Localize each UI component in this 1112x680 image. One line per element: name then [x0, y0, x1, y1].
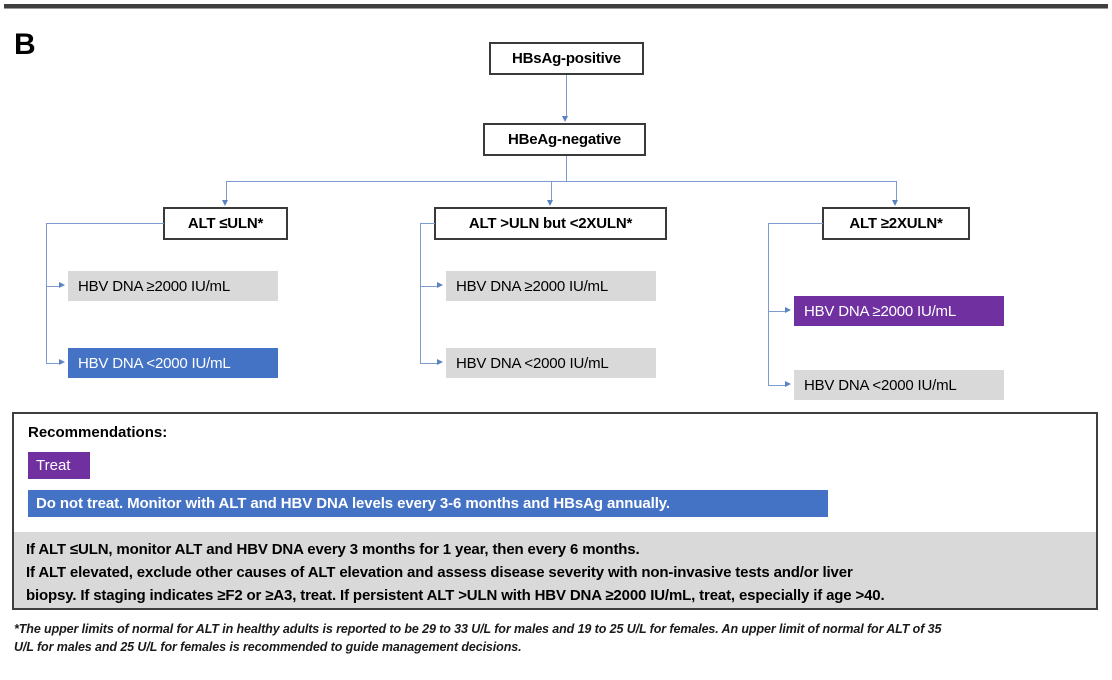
- node-hbsag-positive: HBsAg-positive: [489, 42, 644, 75]
- footnote: *The upper limits of normal for ALT in h…: [14, 620, 1094, 656]
- panel-letter: B: [14, 28, 36, 61]
- recommendations-line-3: biopsy. If staging indicates ≥F2 or ≥A3,…: [26, 586, 885, 604]
- arrow-mid-to-low: [437, 359, 443, 365]
- recommendations-title: Recommendations:: [28, 424, 168, 441]
- connector-right-branch-out: [768, 223, 823, 224]
- connector-left-branch-out: [46, 223, 164, 224]
- legend-treat-badge: Treat: [28, 452, 90, 479]
- recommendations-line-2: If ALT elevated, exclude other causes of…: [26, 563, 853, 581]
- arrow-bus-to-left: [222, 200, 228, 206]
- connector-right-to-low: [768, 385, 785, 386]
- arrow-bus-to-middle: [547, 200, 553, 206]
- top-divider-rule: [4, 4, 1108, 9]
- connector-mid-branch-spine: [420, 223, 421, 364]
- arrow-right-to-low: [785, 381, 791, 387]
- node-alt-le-uln: ALT ≤ULN*: [163, 207, 288, 240]
- legend-monitor-banner: Do not treat. Monitor with ALT and HBV D…: [28, 490, 828, 517]
- chip-right-dna-low: HBV DNA <2000 IU/mL: [794, 370, 1004, 400]
- connector-left-branch-spine: [46, 223, 47, 364]
- connector-mid-branch-out: [420, 223, 435, 224]
- connector-bus-to-middle: [551, 181, 552, 201]
- connector-bus-to-right: [896, 181, 897, 201]
- connector-right-branch-spine: [768, 223, 769, 386]
- connector-right-to-high: [768, 311, 785, 312]
- recommendations-body: If ALT ≤ULN, monitor ALT and HBV DNA eve…: [14, 532, 1096, 608]
- arrow-root-to-second: [562, 116, 568, 122]
- arrow-bus-to-right: [892, 200, 898, 206]
- node-hbeag-negative: HBeAg-negative: [483, 123, 646, 156]
- node-alt-gt-uln-lt-2xuln: ALT >ULN but <2XULN*: [434, 207, 667, 240]
- connector-left-to-low: [46, 363, 60, 364]
- connector-mid-to-low: [420, 363, 437, 364]
- connector-bus-to-left: [226, 181, 227, 201]
- arrow-left-to-low: [59, 359, 65, 365]
- arrow-left-to-high: [59, 282, 65, 288]
- chip-mid-dna-high: HBV DNA ≥2000 IU/mL: [446, 271, 656, 301]
- chip-mid-dna-low: HBV DNA <2000 IU/mL: [446, 348, 656, 378]
- connector-left-to-high: [46, 286, 60, 287]
- connector-mid-to-high: [420, 286, 437, 287]
- connector-root-to-second: [566, 75, 567, 117]
- connector-second-down: [566, 156, 567, 181]
- recommendations-line-1: If ALT ≤ULN, monitor ALT and HBV DNA eve…: [26, 541, 640, 558]
- chip-right-dna-high: HBV DNA ≥2000 IU/mL: [794, 296, 1004, 326]
- arrow-right-to-high: [785, 307, 791, 313]
- footnote-line-1: *The upper limits of normal for ALT in h…: [14, 622, 942, 636]
- footnote-line-2: U/L for males and 25 U/L for females is …: [14, 640, 522, 655]
- connector-branch-bus: [226, 181, 896, 182]
- chip-left-dna-low: HBV DNA <2000 IU/mL: [68, 348, 278, 378]
- node-alt-ge-2xuln: ALT ≥2XULN*: [822, 207, 970, 240]
- arrow-mid-to-high: [437, 282, 443, 288]
- chip-left-dna-high: HBV DNA ≥2000 IU/mL: [68, 271, 278, 301]
- recommendations-panel: Recommendations: Treat Do not treat. Mon…: [12, 412, 1098, 610]
